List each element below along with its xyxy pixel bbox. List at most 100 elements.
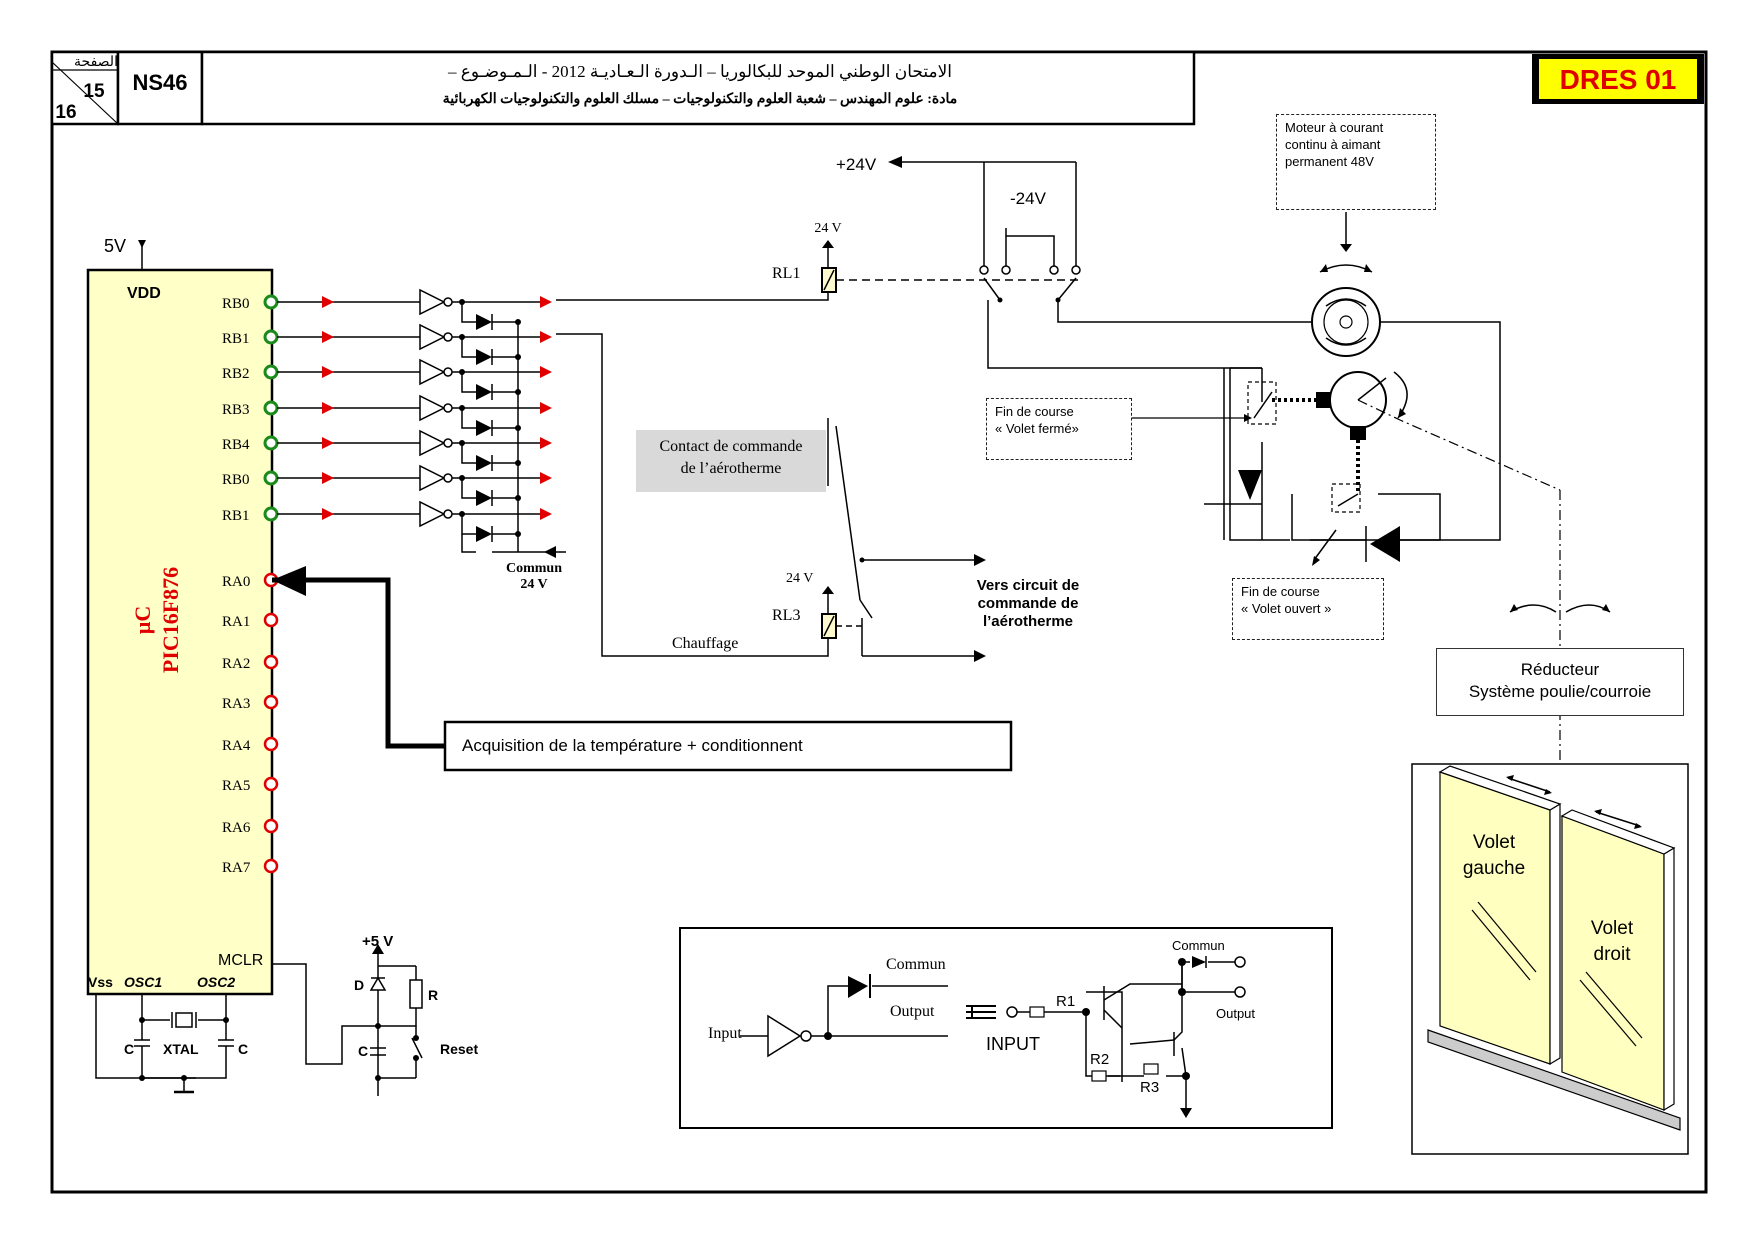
exam-title: الامتحان الوطني الموحد للبكالوريا – الـد… [447,62,952,82]
portb-pin-label: RB0 [222,296,250,312]
cap-c2-label: C [238,1041,248,1057]
acquisition-label: Acquisition de la température + conditio… [462,736,803,755]
reducer-box: Réducteur Système poulie/courroie [1436,648,1684,716]
portb-pin-terminal [263,506,279,522]
portb-pin-label: RB0 [222,472,250,488]
portb-pin-terminal [263,470,279,486]
osc1-label: OSC1 [124,974,162,990]
to-heater-line2: commande de [978,595,1079,612]
porta-pin-terminal [263,736,279,752]
mclr-label: MCLR [218,952,263,969]
rl1-label: RL1 [772,265,800,282]
limit-open-line2: « Volet ouvert » [1241,601,1332,616]
heater-contact-label: Contact de commande de l’aérotherme [636,430,826,492]
porta-pin-terminal [263,612,279,628]
motor-note-line3: permanent 48V [1285,154,1374,169]
signal-arrow [322,472,334,484]
eq-output-label: Output [890,1003,935,1020]
driver-diode [476,455,492,471]
portb-pin-terminal [263,329,279,345]
eq-r2-label: R2 [1090,1051,1109,1068]
exam-code: NS46 [132,70,187,95]
portb-pin-label: RB3 [222,402,250,418]
signal-arrow [540,402,552,414]
porta-pin-terminal [263,694,279,710]
porta-pin-label: RA0 [222,574,250,590]
to-heater-line3: l’aérotherme [983,613,1073,630]
inverter-gate [419,288,446,316]
plus-24v-label: +24V [836,155,877,174]
left-shutter-line2: gauche [1463,858,1525,879]
inverter-gate [419,429,446,457]
reset-button-label: Reset [440,1041,478,1057]
driver-diode [476,420,492,436]
rl1-voltage-label: 24 V [814,221,841,236]
driver-diode [476,384,492,400]
portb-pin-label: RB1 [222,331,250,347]
relay-rl3 [556,333,980,657]
signal-arrow [322,437,334,449]
reset-cap-label: C [358,1043,368,1059]
inverter-gate [419,464,446,492]
microcontroller: 5V VDD µC PIC16F876 RB0RB1RB2RB3RB4RB0RB… [86,236,279,996]
eq-r3-label: R3 [1140,1079,1159,1096]
porta-pin-terminal [263,654,279,670]
acquisition-block: Acquisition de la température + conditio… [272,566,1013,772]
portb-pin-label: RB4 [222,437,250,453]
porta-pin-label: RA4 [222,738,251,754]
signal-arrow [540,296,552,308]
eq-common-label: Commun [886,956,946,973]
driver-diode [476,490,492,506]
porta-pin-label: RA3 [222,696,250,712]
inverter-gate [419,394,446,422]
driver-array [277,288,566,558]
xtal-label: XTAL [163,1041,199,1057]
porta-pin-label: RA1 [222,614,250,630]
limit-open-line1: Fin de course [1241,584,1320,599]
limit-switch-closed-note: Fin de course « Volet fermé» [986,398,1132,460]
signal-arrow [322,296,334,308]
vdd-label: VDD [127,285,161,302]
eq-common2-label: Commun [1172,938,1225,953]
portb-pin-terminal [263,364,279,380]
supply-5v-label: 5V [104,236,126,256]
header: الصفحة 15 16 NS46 الامتحان الوطني الموحد… [50,50,1704,126]
cap-c1-label: C [124,1041,134,1057]
signal-arrow [540,437,552,449]
page-total: 16 [55,102,76,123]
reset-supply-label: +5 V [362,933,393,950]
porta-pin-terminal [263,776,279,792]
driver-common-voltage: 24 V [520,577,547,592]
reset-circuit [272,950,423,1096]
driver-diode [476,349,492,365]
motor [1311,212,1381,357]
motor-note-line2: continu à aimant [1285,137,1381,152]
porta-pin-label: RA7 [222,860,251,876]
signal-arrow [322,402,334,414]
right-shutter-line2: droit [1594,944,1632,965]
reset-diode-label: D [354,977,364,993]
driver-diode [476,314,492,330]
driver-common-label: Commun [506,561,562,576]
signal-arrow [540,331,552,343]
reducer-line1: Réducteur [1520,660,1600,679]
driver-diode [476,526,492,542]
exam-subject: مادة: علوم المهندس – شعبة العلوم والتكنو… [443,91,957,107]
inverter-gate [419,500,446,528]
signal-arrow [322,366,334,378]
portb-pin-label: RB2 [222,366,250,382]
porta-pin-label: RA5 [222,778,250,794]
signal-arrow [540,366,552,378]
cam-mechanism [1204,371,1611,766]
page-number: 15 [83,81,105,102]
eq-input-caps-label: INPUT [986,1034,1040,1054]
eq-r1-label: R1 [1056,993,1075,1010]
right-shutter-line1: Volet [1591,918,1634,939]
limit-closed-line1: Fin de course [995,404,1074,419]
heater-contact-line1: Contact de commande [659,438,803,455]
document-reference: DRES 01 [1560,64,1677,95]
porta-pin-label: RA6 [222,820,251,836]
portb-pin-terminal [263,400,279,416]
